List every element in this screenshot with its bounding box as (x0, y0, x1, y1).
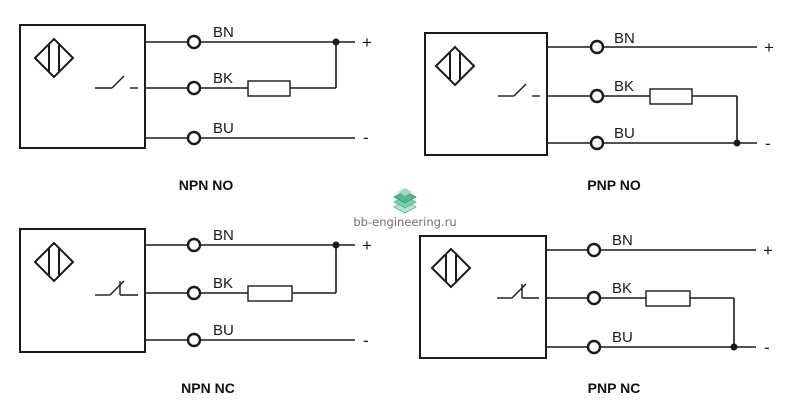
diagram-caption: NPN NO (179, 177, 234, 193)
diagram-npn-no: BN BK BU + - NPN NO (19, 24, 372, 193)
minus-sign: - (363, 331, 369, 350)
diagram-caption: PNP NO (587, 177, 641, 193)
terminal-bn (186, 237, 202, 253)
terminal-bu (186, 130, 202, 146)
inductive-sensor-icon (434, 45, 476, 87)
wire-label-bu: BU (213, 322, 234, 339)
plus-sign: + (764, 38, 774, 57)
load-resistor (247, 80, 291, 97)
minus-sign: - (765, 134, 771, 153)
stacked-layers-logo-icon (393, 188, 417, 214)
wire-label-bk: BK (612, 280, 632, 297)
diagram-caption: PNP NC (588, 380, 641, 396)
inductive-sensor-icon (33, 37, 75, 79)
diagram-caption: NPN NC (181, 380, 235, 396)
sensor-body (19, 228, 146, 353)
terminal-bk (586, 290, 602, 306)
minus-sign: - (363, 128, 369, 147)
terminal-bn (586, 242, 602, 258)
sensor-body (19, 24, 146, 149)
wire-label-bk: BK (213, 70, 233, 87)
wire-label-bu: BU (614, 125, 635, 142)
diagram-pnp-nc: BN BK BU + - PNP NC (419, 232, 773, 396)
terminal-bu (589, 135, 605, 151)
wire-label-bk: BK (614, 78, 634, 95)
diagram-npn-nc: BN BK BU + - NPN NC (19, 227, 372, 396)
terminal-bu (586, 339, 602, 355)
watermark-text: bb-engineering.ru (353, 215, 456, 229)
normally-open-contact-icon (498, 83, 540, 97)
sensor-body (424, 32, 548, 156)
sensor-body (419, 235, 547, 359)
inductive-sensor-icon (430, 247, 472, 289)
terminal-bn (186, 34, 202, 50)
wire-label-bu: BU (612, 329, 633, 346)
wire-label-bn: BN (612, 232, 633, 249)
plus-sign: + (362, 33, 372, 52)
wire-label-bn: BN (213, 227, 234, 244)
watermark: bb-engineering.ru (353, 188, 457, 229)
wire-label-bn: BN (614, 30, 635, 47)
load-resistor (649, 88, 693, 105)
terminal-bk (186, 285, 202, 301)
junction-dot (332, 38, 340, 46)
terminal-bu (186, 332, 202, 348)
inductive-sensor-icon (33, 241, 75, 283)
terminal-bk (186, 80, 202, 96)
plus-sign: + (763, 241, 773, 260)
load-resistor (645, 290, 691, 307)
load-resistor (247, 285, 293, 302)
terminal-bk (589, 88, 605, 104)
plus-sign: + (362, 236, 372, 255)
junction-dot (332, 241, 340, 249)
normally-closed-contact-icon (497, 283, 539, 299)
minus-sign: - (764, 338, 770, 357)
normally-open-contact-icon (95, 75, 138, 89)
normally-closed-contact-icon (95, 280, 138, 296)
wire-label-bu: BU (213, 120, 234, 137)
terminal-bn (589, 39, 605, 55)
wire-label-bk: BK (213, 275, 233, 292)
diagram-pnp-no: BN BK BU + - PNP NO (424, 30, 774, 193)
wire-label-bn: BN (213, 24, 234, 41)
